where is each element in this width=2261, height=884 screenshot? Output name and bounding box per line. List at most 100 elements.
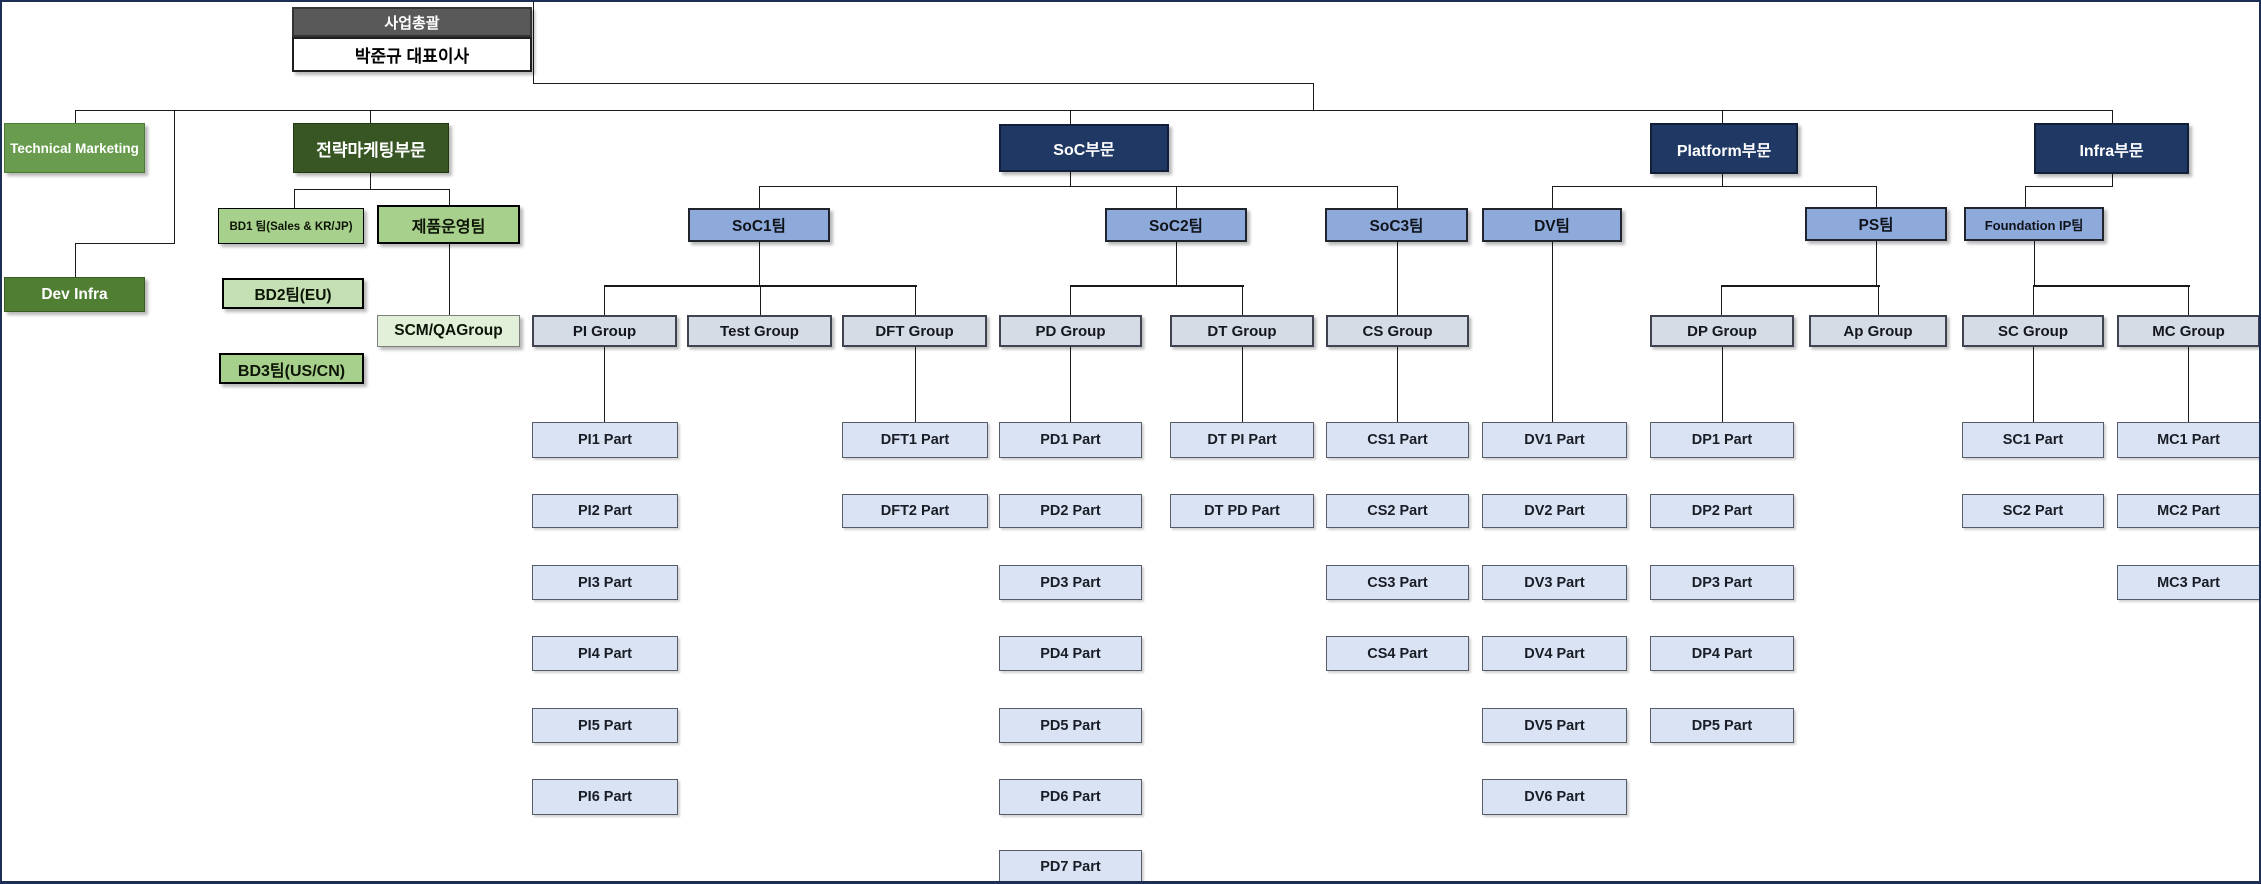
connector-line — [2033, 285, 2034, 315]
org-node-pd4-part: PD4 Part — [999, 636, 1142, 671]
connector-line — [1552, 186, 1877, 187]
org-node-bd2-team: BD2팀(EU) — [222, 278, 364, 309]
org-node-strategy-marketing-division: 전략마케팅부문 — [293, 123, 449, 173]
connector-line — [604, 285, 605, 315]
connector-line — [1070, 172, 1071, 186]
org-node-cs-group: CS Group — [1326, 315, 1469, 347]
org-node-sc2-part: SC2 Part — [1962, 494, 2104, 528]
connector-line — [294, 189, 450, 190]
connector-line — [1313, 83, 1314, 110]
connector-line — [449, 244, 450, 315]
connector-line — [2034, 241, 2035, 285]
connector-line — [449, 189, 450, 205]
connector-line — [604, 347, 605, 422]
org-node-mc3-part: MC3 Part — [2117, 565, 2259, 600]
org-node-ap-group: Ap Group — [1809, 315, 1947, 347]
org-node-dv-team: DV팀 — [1482, 208, 1622, 242]
connector-line — [75, 110, 76, 123]
org-node-soc-division: SoC부문 — [999, 124, 1169, 172]
org-node-pd6-part: PD6 Part — [999, 779, 1142, 815]
org-node-ps-team: PS팀 — [1805, 207, 1947, 241]
org-node-sc1-part: SC1 Part — [1962, 422, 2104, 458]
org-node-business-head: 사업총괄 — [292, 7, 532, 37]
connector-line — [1722, 110, 1723, 123]
org-node-product-ops-team: 제품운영팀 — [377, 205, 520, 244]
connector-line — [2033, 285, 2190, 287]
connector-line — [75, 110, 2113, 111]
org-node-sc-group: SC Group — [1962, 315, 2104, 347]
connector-line — [1397, 347, 1398, 422]
org-node-dv6-part: DV6 Part — [1482, 779, 1627, 815]
org-node-dv2-part: DV2 Part — [1482, 494, 1627, 528]
org-node-pi2-part: PI2 Part — [532, 494, 678, 528]
org-node-dp3-part: DP3 Part — [1650, 565, 1794, 600]
connector-line — [1876, 241, 1877, 285]
org-node-pi4-part: PI4 Part — [532, 636, 678, 671]
org-node-pd5-part: PD5 Part — [999, 708, 1142, 743]
connector-line — [1176, 186, 1177, 208]
connector-line — [2025, 186, 2113, 187]
org-node-cs1-part: CS1 Part — [1326, 422, 1469, 458]
org-node-dt-pd-part: DT PD Part — [1170, 494, 1314, 528]
org-node-platform-division: Platform부문 — [1650, 123, 1798, 174]
connector-line — [2188, 285, 2189, 315]
connector-line — [370, 173, 371, 189]
org-node-dp2-part: DP2 Part — [1650, 494, 1794, 528]
org-node-pd2-part: PD2 Part — [999, 494, 1142, 528]
connector-line — [2025, 186, 2026, 207]
org-node-dp1-part: DP1 Part — [1650, 422, 1794, 458]
org-node-mc1-part: MC1 Part — [2117, 422, 2259, 458]
connector-line — [759, 242, 760, 285]
org-node-pd3-part: PD3 Part — [999, 565, 1142, 600]
connector-line — [915, 285, 916, 315]
org-node-dt-pi-part: DT PI Part — [1170, 422, 1314, 458]
connector-line — [294, 189, 295, 208]
org-node-cs4-part: CS4 Part — [1326, 636, 1469, 671]
org-node-pd-group: PD Group — [999, 315, 1142, 347]
org-node-mc-group: MC Group — [2117, 315, 2259, 347]
org-node-dv3-part: DV3 Part — [1482, 565, 1627, 600]
org-node-pd1-part: PD1 Part — [999, 422, 1142, 458]
org-node-bd3-team: BD3팀(US/CN) — [219, 353, 364, 384]
connector-line — [759, 186, 1398, 187]
org-node-technical-marketing: Technical Marketing — [4, 123, 145, 173]
org-node-scm-qa-group: SCM/QAGroup — [377, 315, 520, 347]
org-node-dft2-part: DFT2 Part — [842, 494, 988, 528]
org-node-pi3-part: PI3 Part — [532, 565, 678, 600]
connector-line — [1552, 242, 1553, 422]
org-node-dt-group: DT Group — [1170, 315, 1314, 347]
org-node-soc3-team: SoC3팀 — [1325, 208, 1468, 242]
connector-line — [533, 2, 534, 83]
org-node-cs2-part: CS2 Part — [1326, 494, 1469, 528]
org-node-foundation-ip-team: Foundation IP팀 — [1964, 207, 2104, 241]
connector-line — [1878, 285, 1879, 315]
org-node-mc2-part: MC2 Part — [2117, 494, 2259, 528]
org-node-dft-group: DFT Group — [842, 315, 987, 347]
connector-line — [370, 110, 371, 123]
connector-line — [1070, 285, 1071, 315]
org-node-pi-group: PI Group — [532, 315, 677, 347]
org-node-pi1-part: PI1 Part — [532, 422, 678, 458]
connector-line — [75, 243, 76, 277]
org-node-dft1-part: DFT1 Part — [842, 422, 988, 458]
connector-line — [759, 186, 760, 208]
connector-line — [2188, 347, 2189, 422]
connector-line — [1397, 186, 1398, 208]
connector-line — [1397, 242, 1398, 315]
org-node-soc1-team: SoC1팀 — [688, 208, 830, 242]
org-node-pi5-part: PI5 Part — [532, 708, 678, 743]
org-node-ceo: 박준규 대표이사 — [292, 37, 532, 72]
org-node-dp-group: DP Group — [1650, 315, 1794, 347]
org-node-dp4-part: DP4 Part — [1650, 636, 1794, 671]
org-node-pd7-part: PD7 Part — [999, 850, 1142, 881]
org-node-dv1-part: DV1 Part — [1482, 422, 1627, 458]
connector-line — [75, 243, 175, 244]
org-node-pi6-part: PI6 Part — [532, 779, 678, 815]
connector-line — [2112, 110, 2113, 123]
org-node-dv4-part: DV4 Part — [1482, 636, 1627, 671]
connector-line — [915, 347, 916, 422]
org-node-dv5-part: DV5 Part — [1482, 708, 1627, 743]
org-node-dev-infra: Dev Infra — [4, 277, 145, 312]
connector-line — [1876, 186, 1877, 207]
